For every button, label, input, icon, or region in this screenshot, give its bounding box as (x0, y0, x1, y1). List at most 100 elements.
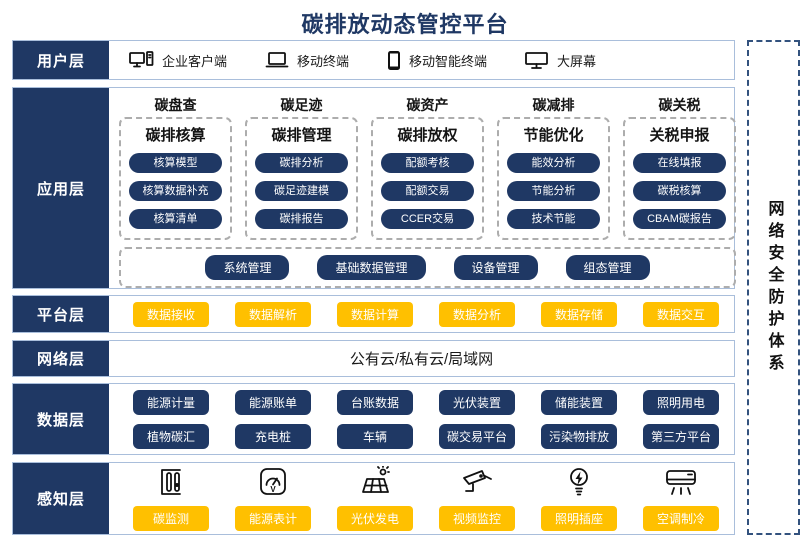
app-column-box: 节能优化 能效分析 节能分析 技术节能 (497, 117, 610, 240)
data-source-row: 植物碳汇 充电桩 车辆 碳交易平台 污染物排放 第三方平台 (133, 423, 734, 449)
network-layer-label: 网络层 (13, 341, 109, 376)
big-screen-icon (525, 51, 549, 70)
app-box-title: 碳排核算 (145, 127, 206, 144)
platform-button: 数据解析 (235, 301, 311, 327)
app-column-box: 碳排放权 配额考核 配额交易 CCER交易 (371, 117, 484, 240)
platform-button: 数据分析 (439, 301, 515, 327)
app-common-button: 基础数据管理 (317, 255, 426, 280)
sense-item-video-surveillance: 视频监控 (439, 466, 515, 531)
app-function-button: 核算清单 (128, 209, 223, 229)
app-column-header: 碳资产 (406, 97, 449, 113)
app-column-carbon-reduction: 碳减排 节能优化 能效分析 节能分析 技术节能 (497, 95, 610, 240)
solar-power-icon (358, 466, 392, 498)
app-column-carbon-footprint: 碳足迹 碳排管理 碳排分析 碳足迹建模 碳排报告 (245, 95, 358, 240)
perception-layer-content: 碳监测 V 能源表计 光伏发电 视频监控 照明插座 (109, 463, 734, 534)
sense-item-solar-power: 光伏发电 (337, 466, 413, 531)
energy-meter-icon: V (256, 466, 290, 498)
application-layer-label: 应用层 (13, 88, 109, 288)
app-function-button: CCER交易 (380, 209, 475, 229)
user-item-label: 移动终端 (297, 53, 350, 69)
user-layer-label: 用户层 (13, 41, 109, 79)
laptop-icon (265, 51, 289, 69)
data-source-button: 充电桩 (235, 423, 311, 449)
app-function-button: 配额交易 (380, 181, 475, 201)
sense-button: 视频监控 (439, 506, 515, 531)
data-source-row: 能源计量 能源账单 台账数据 光伏装置 储能装置 照明用电 (133, 389, 734, 415)
user-item-smart-mobile-terminal: 移动智能终端 (387, 50, 487, 71)
app-function-button: 节能分析 (506, 181, 601, 201)
platform-layer-label: 平台层 (13, 296, 109, 332)
sense-item-energy-meter: V 能源表计 (235, 466, 311, 531)
platform-button: 数据交互 (643, 301, 719, 327)
user-item-enterprise-client: 企业客户端 (129, 50, 228, 70)
network-layer-row: 网络层 公有云/私有云/局域网 (12, 340, 735, 377)
app-function-button: 在线填报 (632, 153, 727, 173)
video-surveillance-icon (460, 466, 494, 498)
sense-item-air-conditioner: 空调制冷 (643, 466, 719, 531)
user-item-label: 企业客户端 (162, 53, 228, 69)
sense-button: 光伏发电 (337, 506, 413, 531)
data-source-button: 碳交易平台 (439, 423, 515, 449)
app-common-button: 组态管理 (565, 255, 650, 280)
app-common-button: 系统管理 (205, 255, 290, 280)
user-item-mobile-terminal: 移动终端 (265, 51, 349, 70)
network-security-label: 网络安全防护体系 (765, 199, 783, 376)
app-function-button: 技术节能 (506, 209, 601, 229)
data-source-button: 台账数据 (337, 389, 413, 415)
app-function-button: 配额考核 (380, 153, 475, 173)
app-function-button: 核算数据补充 (128, 181, 223, 201)
application-layer-content: 碳盘查 碳排核算 核算模型 核算数据补充 核算清单 碳足迹 碳排管理 碳排分析 … (109, 88, 744, 288)
application-layer-row: 应用层 碳盘查 碳排核算 核算模型 核算数据补充 核算清单 碳足迹 碳排管理 碳… (12, 87, 736, 289)
app-function-button: 核算模型 (128, 153, 223, 173)
user-item-label: 移动智能终端 (409, 53, 488, 69)
app-common-management-box: 系统管理 基础数据管理 设备管理 组态管理 (119, 247, 736, 288)
app-column-header: 碳足迹 (280, 97, 323, 113)
lighting-socket-icon (562, 466, 596, 498)
user-layer-content: 企业客户端 移动终端 移动智能终端 大屏幕 (109, 41, 734, 79)
app-box-title: 关税申报 (649, 127, 710, 144)
data-source-button: 植物碳汇 (133, 423, 209, 449)
app-column-carbon-asset: 碳资产 碳排放权 配额考核 配额交易 CCER交易 (371, 95, 484, 240)
page-title: 碳排放动态管控平台 (301, 12, 509, 37)
svg-text:V: V (270, 485, 276, 494)
app-function-button: 能效分析 (506, 153, 601, 173)
data-layer-label: 数据层 (13, 384, 109, 454)
smartphone-icon (387, 50, 401, 71)
data-source-button: 车辆 (337, 423, 413, 449)
user-item-label: 大屏幕 (557, 53, 597, 69)
app-column-box: 碳排管理 碳排分析 碳足迹建模 碳排报告 (245, 117, 358, 240)
user-layer-row: 用户层 企业客户端 移动终端 移动智能终端 大屏幕 (12, 40, 735, 80)
platform-layer-content: 数据接收 数据解析 数据计算 数据分析 数据存储 数据交互 (109, 296, 734, 332)
platform-button: 数据接收 (133, 301, 209, 327)
air-conditioner-icon (664, 466, 698, 498)
data-source-button: 能源账单 (235, 389, 311, 415)
data-source-button: 照明用电 (643, 389, 719, 415)
data-source-button: 储能装置 (541, 389, 617, 415)
data-source-button: 污染物排放 (541, 423, 617, 449)
app-box-title: 碳排放权 (397, 127, 458, 144)
sense-item-lighting-socket: 照明插座 (541, 466, 617, 531)
perception-layer-label: 感知层 (13, 463, 109, 534)
app-common-button: 设备管理 (453, 255, 538, 280)
network-layer-content: 公有云/私有云/局域网 (349, 351, 494, 368)
sense-item-carbon-monitoring: 碳监测 (133, 466, 209, 531)
application-columns: 碳盘查 碳排核算 核算模型 核算数据补充 核算清单 碳足迹 碳排管理 碳排分析 … (119, 95, 736, 240)
app-column-header: 碳关税 (658, 97, 701, 113)
app-function-button: 碳排分析 (254, 153, 349, 173)
app-function-button: 碳排报告 (254, 209, 349, 229)
data-layer-row: 数据层 能源计量 能源账单 台账数据 光伏装置 储能装置 照明用电 植物碳汇 充… (12, 383, 735, 455)
sense-button: 空调制冷 (643, 506, 719, 531)
app-column-carbon-tariff: 碳关税 关税申报 在线填报 碳税核算 CBAM碳报告 (623, 95, 736, 240)
app-function-button: CBAM碳报告 (632, 209, 727, 229)
app-column-box: 碳排核算 核算模型 核算数据补充 核算清单 (119, 117, 232, 240)
user-item-big-screen: 大屏幕 (525, 51, 596, 70)
perception-layer-row: 感知层 碳监测 V 能源表计 光伏发电 视频监控 (12, 462, 735, 535)
network-security-panel: 网络安全防护体系 (747, 40, 800, 535)
carbon-monitor-icon (154, 466, 188, 498)
data-source-button: 能源计量 (133, 389, 209, 415)
app-column-carbon-inventory: 碳盘查 碳排核算 核算模型 核算数据补充 核算清单 (119, 95, 232, 240)
app-column-header: 碳盘查 (154, 97, 197, 113)
app-column-box: 关税申报 在线填报 碳税核算 CBAM碳报告 (623, 117, 736, 240)
sense-button: 碳监测 (133, 506, 209, 531)
data-layer-content: 能源计量 能源账单 台账数据 光伏装置 储能装置 照明用电 植物碳汇 充电桩 车… (109, 384, 734, 454)
